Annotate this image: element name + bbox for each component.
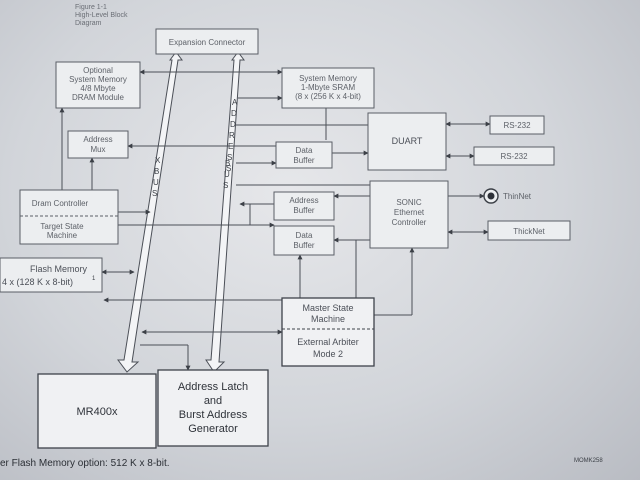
dram-controller-box: Dram Controller Target State Machine <box>19 189 119 245</box>
svg-text:External Arbiter: External Arbiter <box>297 337 359 347</box>
svg-text:Address Latch: Address Latch <box>178 381 248 393</box>
svg-text:Mode 2: Mode 2 <box>313 349 343 359</box>
thicknet-box: ThickNet <box>487 220 571 241</box>
thinnet-label: ThinNet <box>503 192 532 201</box>
svg-text:Machine: Machine <box>47 231 78 240</box>
svg-text:Controller: Controller <box>392 218 427 227</box>
svg-text:Mux: Mux <box>90 145 105 154</box>
svg-text:Buffer: Buffer <box>293 156 315 165</box>
svg-text:S: S <box>227 153 232 162</box>
svg-text:U: U <box>153 178 159 187</box>
svg-text:4 x (128 K x 8-bit): 4 x (128 K x 8-bit) <box>2 277 73 287</box>
svg-text:SONIC: SONIC <box>396 198 422 207</box>
figure-caption-line2: High-Level Block <box>75 12 128 19</box>
master-state-machine-box: Master State Machine External Arbiter Mo… <box>281 297 375 367</box>
sonic-box: SONIC Ethernet Controller <box>369 180 449 249</box>
svg-text:(8 x (256 K x 4-bit): (8 x (256 K x 4-bit) <box>295 92 361 101</box>
expansion-connector-box: Expansion Connector <box>155 28 259 55</box>
address-latch-box: Address Latch and Burst Address Generato… <box>157 369 269 447</box>
svg-text:Ethernet: Ethernet <box>394 208 425 217</box>
document-code: MOMK258 <box>574 458 603 464</box>
svg-text:B: B <box>154 167 159 176</box>
mr400x-box: MR400x <box>37 373 157 449</box>
svg-text:System Memory: System Memory <box>69 75 127 84</box>
x-bus-label: X B U S <box>152 156 161 198</box>
svg-text:1-Mbyte SRAM: 1-Mbyte SRAM <box>301 83 356 92</box>
address-buffer-box: Address Buffer <box>273 191 335 221</box>
duart-box: DUART <box>367 112 447 171</box>
rs232-box-1: RS-232 <box>489 115 545 135</box>
svg-text:Data: Data <box>296 146 313 155</box>
svg-text:DUART: DUART <box>392 136 423 146</box>
svg-text:MR400x: MR400x <box>77 406 118 418</box>
address-bus <box>205 51 245 373</box>
svg-text:4/8 Mbyte: 4/8 Mbyte <box>80 84 116 93</box>
thinnet-connector: ThinNet <box>483 188 532 204</box>
svg-text:Optional: Optional <box>83 66 113 75</box>
svg-text:S: S <box>152 189 157 198</box>
svg-text:B: B <box>225 159 230 168</box>
svg-text:U: U <box>224 170 230 179</box>
address-mux-box: Address Mux <box>67 130 129 159</box>
svg-text:System Memory: System Memory <box>299 74 357 83</box>
svg-text:Dram Controller: Dram Controller <box>32 199 89 208</box>
svg-text:D: D <box>230 120 236 129</box>
system-memory-box: System Memory 1-Mbyte SRAM (8 x (256 K x… <box>281 67 375 109</box>
optional-memory-box: Optional System Memory 4/8 Mbyte DRAM Mo… <box>55 61 141 109</box>
data-buffer-top-box: Data Buffer <box>275 141 333 169</box>
svg-text:Address: Address <box>83 135 112 144</box>
svg-text:Buffer: Buffer <box>293 206 315 215</box>
flash-memory-box: Flash Memory 4 x (128 K x 8-bit) 1 <box>0 257 103 293</box>
svg-text:S: S <box>226 164 231 173</box>
svg-text:Burst Address: Burst Address <box>179 409 248 421</box>
svg-text:Expansion Connector: Expansion Connector <box>169 38 246 47</box>
svg-text:Target State: Target State <box>40 222 84 231</box>
svg-text:Master State: Master State <box>302 303 353 313</box>
wires <box>59 69 491 371</box>
b-bus-label: B U S <box>223 159 230 190</box>
svg-text:X: X <box>155 156 161 165</box>
svg-text:Address: Address <box>289 196 318 205</box>
svg-text:ThickNet: ThickNet <box>513 227 545 236</box>
svg-text:Generator: Generator <box>188 423 238 435</box>
svg-text:R: R <box>229 131 235 140</box>
svg-text:DRAM Module: DRAM Module <box>72 93 125 102</box>
figure-caption-line3: Diagram <box>75 20 102 27</box>
rs232-box-2: RS-232 <box>473 146 555 166</box>
flash-footnote-mark: 1 <box>92 276 96 282</box>
svg-text:A: A <box>232 98 238 107</box>
svg-text:Machine: Machine <box>311 314 345 324</box>
svg-text:RS-232: RS-232 <box>500 152 528 161</box>
svg-text:D: D <box>231 109 237 118</box>
figure-caption-line1: Figure 1-1 <box>75 4 107 11</box>
svg-text:and: and <box>204 395 222 407</box>
svg-text:Buffer: Buffer <box>293 241 315 250</box>
svg-text:RS-232: RS-232 <box>503 121 531 130</box>
svg-text:S: S <box>223 181 228 190</box>
svg-text:Data: Data <box>296 231 313 240</box>
footnote-text: er Flash Memory option: 512 K x 8-bit. <box>0 458 170 469</box>
svg-text:Flash Memory: Flash Memory <box>30 264 88 274</box>
data-buffer-mid-box: Data Buffer <box>273 225 335 256</box>
